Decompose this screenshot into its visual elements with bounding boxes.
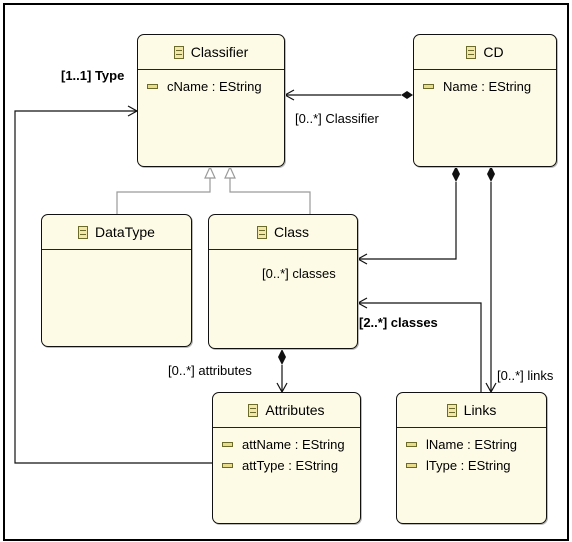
containment-diamond: [401, 91, 413, 99]
class-header: Class: [209, 215, 357, 250]
class-name: Links: [463, 402, 497, 418]
edge-label-classifier: [0..*] Classifier: [295, 111, 379, 126]
class-header: CD: [414, 35, 556, 70]
class-header: Links: [397, 393, 546, 428]
open-arrowhead: [356, 297, 368, 309]
containment-diamond: [278, 349, 286, 365]
class-header: DataType: [42, 215, 191, 250]
open-arrowhead: [356, 253, 368, 265]
diagram-frame: [3, 3, 569, 541]
containment-diamond: [452, 166, 460, 182]
attribute-icon: [147, 84, 158, 89]
class-icon: [256, 225, 267, 239]
class-name: DataType: [95, 224, 155, 240]
attribute-row[interactable]: attType : EString: [213, 455, 360, 476]
edge-label-attributes: [0..*] attributes: [168, 363, 252, 378]
attribute-row[interactable]: Name : EString: [414, 76, 556, 97]
edge-label-classes-links: [2..*] classes: [359, 315, 438, 330]
attribute-icon: [222, 463, 233, 468]
class-box-cd[interactable]: CD Name : EString: [413, 34, 557, 167]
edge-label-type: [1..1] Type: [61, 68, 125, 83]
containment-cd-classes[interactable]: [358, 182, 457, 260]
reference-links-classes[interactable]: [358, 302, 482, 392]
attribute-row[interactable]: lType : EString: [397, 455, 546, 476]
generalization-class-classifier[interactable]: [229, 178, 311, 214]
class-box-links[interactable]: Links lName : EString lType : EString: [396, 392, 547, 524]
class-icon: [78, 225, 89, 239]
class-box-classifier[interactable]: Classifier cName : EString: [137, 34, 285, 167]
class-header: Classifier: [138, 35, 284, 70]
generalization-arrowhead: [224, 165, 236, 179]
class-box-datatype[interactable]: DataType: [41, 214, 192, 347]
class-name: Class: [273, 224, 309, 240]
reference-attributes-type[interactable]: [14, 110, 212, 464]
attribute-label: cName : EString: [167, 79, 262, 94]
class-box-attributes[interactable]: Attributes attName : EString attType : E…: [212, 392, 361, 524]
attribute-row[interactable]: attName : EString: [213, 434, 360, 455]
attribute-icon: [423, 84, 434, 89]
edge-label-links: [0..*] links: [497, 368, 554, 383]
attribute-label: attName : EString: [242, 437, 345, 452]
attribute-icon: [406, 463, 417, 468]
class-name: Attributes: [265, 402, 325, 418]
class-icon: [446, 403, 457, 417]
generalization-arrowhead: [204, 165, 216, 179]
attribute-label: lName : EString: [426, 437, 518, 452]
class-name: CD: [483, 44, 504, 60]
attribute-row[interactable]: lName : EString: [397, 434, 546, 455]
edge-label-classes-cd: [0..*] classes: [262, 266, 336, 281]
attribute-label: Name : EString: [443, 79, 532, 94]
attribute-label: lType : EString: [426, 458, 511, 473]
attribute-icon: [222, 442, 233, 447]
open-arrowhead: [283, 89, 295, 101]
attribute-icon: [406, 442, 417, 447]
class-header: Attributes: [213, 393, 360, 428]
class-icon: [466, 45, 477, 59]
attribute-row[interactable]: cName : EString: [138, 76, 284, 97]
class-box-class[interactable]: Class: [208, 214, 358, 349]
class-name: Classifier: [190, 44, 249, 60]
attribute-label: attType : EString: [242, 458, 339, 473]
generalization-datatype-classifier[interactable]: [116, 178, 211, 214]
class-icon: [248, 403, 259, 417]
class-icon: [173, 45, 184, 59]
containment-diamond: [487, 166, 495, 182]
